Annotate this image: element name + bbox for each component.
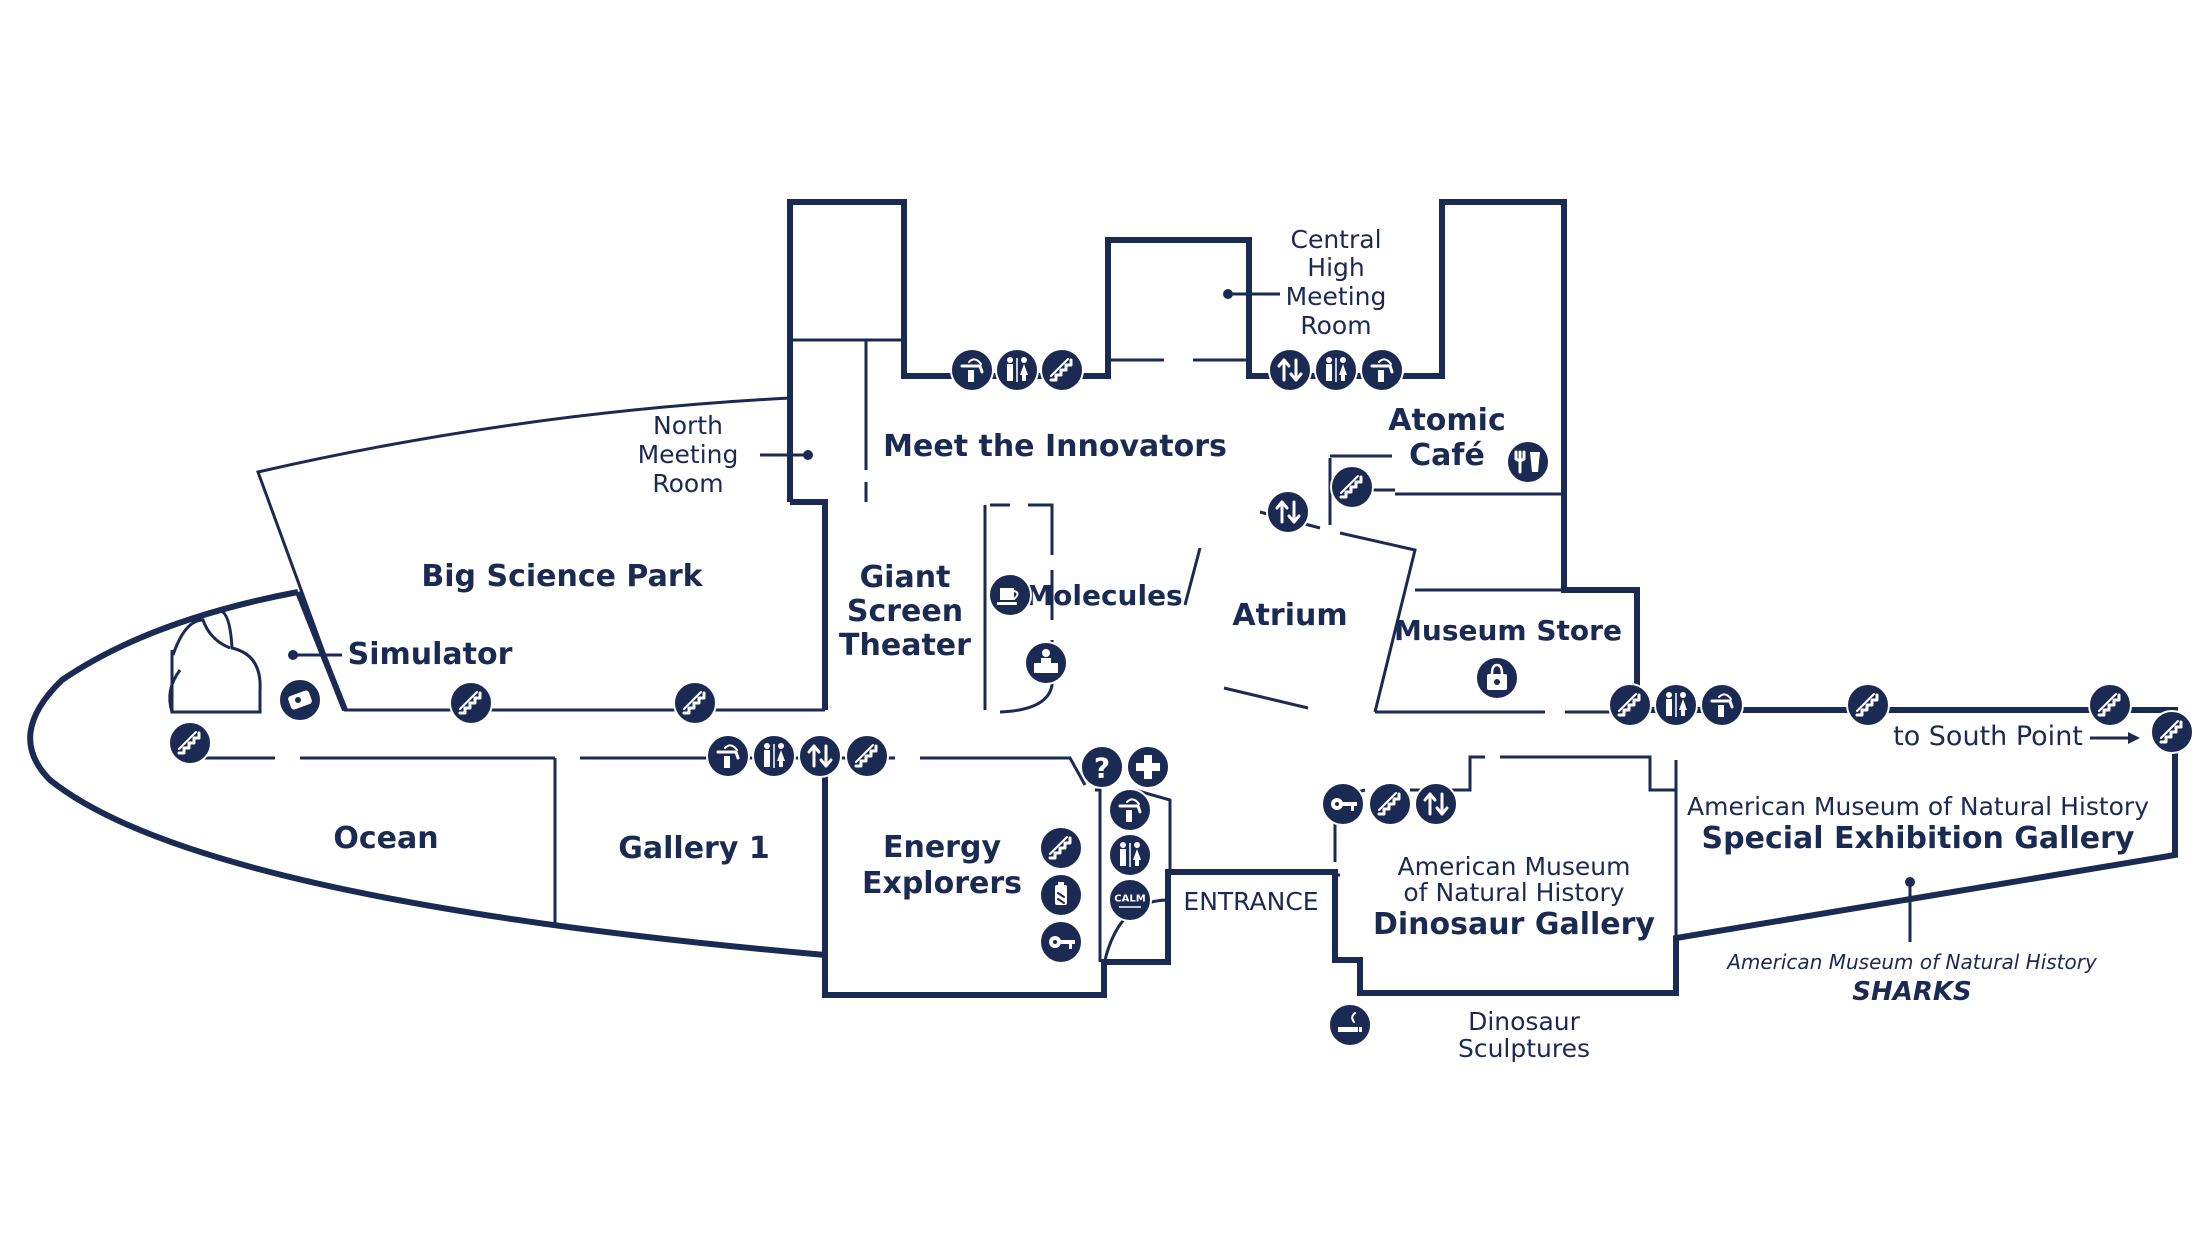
stairs-icon bbox=[1607, 682, 1653, 728]
info-icon bbox=[1080, 745, 1124, 789]
atomic-cafe-line-1: Atomic bbox=[1388, 403, 1506, 438]
energy-explorers-line-2: Explorers bbox=[862, 866, 1022, 901]
ticket-scanner-icon bbox=[278, 678, 322, 722]
central-high-line-4: Room bbox=[1300, 311, 1371, 340]
giant-screen-line-1: Giant bbox=[860, 560, 951, 595]
sharks-prefix: American Museum of Natural History bbox=[1725, 950, 2098, 974]
special-exhibition-label: Special Exhibition Gallery bbox=[1702, 821, 2135, 856]
dinosaur-gallery-label: Dinosaur Gallery bbox=[1373, 907, 1655, 942]
restrooms-icon bbox=[1654, 683, 1698, 727]
sharks-label: SHARKS bbox=[1852, 977, 1972, 1007]
energy-explorers-line-1: Energy bbox=[883, 830, 1001, 865]
stairs-icon bbox=[448, 680, 494, 726]
stairs-icon bbox=[2087, 682, 2133, 728]
central-high-line-1: Central bbox=[1290, 225, 1381, 254]
smoking-area-icon bbox=[1328, 1003, 1372, 1047]
lockers-icon bbox=[1321, 782, 1365, 826]
stairs-icon bbox=[672, 680, 718, 726]
map-leaders bbox=[288, 289, 2140, 942]
map-partitions bbox=[168, 338, 1678, 962]
stairs-icon bbox=[1038, 825, 1084, 871]
dinosaur-gallery-prefix-2: of Natural History bbox=[1403, 878, 1624, 907]
giant-screen-line-2: Screen bbox=[847, 594, 963, 629]
dinosaur-gallery-prefix-1: American Museum bbox=[1398, 852, 1631, 881]
map-labels: Central High Meeting Room North Meeting … bbox=[333, 225, 2149, 1063]
stairs-icon bbox=[1329, 464, 1375, 510]
stairs-icon bbox=[167, 720, 213, 766]
food-icon bbox=[1505, 439, 1551, 485]
water-fountain-icon bbox=[1359, 347, 1405, 393]
elevator-icon bbox=[797, 733, 843, 779]
svg-text:CALM: CALM bbox=[1114, 894, 1145, 905]
water-fountain-icon bbox=[949, 347, 995, 393]
elevator-icon bbox=[1413, 781, 1459, 827]
dinosaur-sculptures-line-2: Sculptures bbox=[1458, 1034, 1590, 1063]
atrium-label: Atrium bbox=[1232, 598, 1347, 633]
stairs-icon bbox=[1845, 682, 1891, 728]
first-aid-icon bbox=[1126, 745, 1170, 789]
molecules-label: Molecules bbox=[1025, 579, 1182, 612]
gallery-1-label: Gallery 1 bbox=[618, 831, 769, 866]
north-meeting-line-1: North bbox=[653, 411, 723, 440]
water-fountain-icon bbox=[705, 733, 751, 779]
museum-store-label: Museum Store bbox=[1394, 614, 1622, 647]
meet-the-innovators-label: Meet the Innovators bbox=[883, 429, 1227, 464]
north-meeting-line-3: Room bbox=[652, 469, 723, 498]
stairs-icon bbox=[2149, 709, 2195, 755]
elevator-icon bbox=[1267, 347, 1313, 393]
shopping-icon bbox=[1474, 655, 1520, 701]
special-exhibition-prefix: American Museum of Natural History bbox=[1687, 792, 2149, 821]
stairs-icon bbox=[844, 733, 890, 779]
central-high-line-2: High bbox=[1307, 253, 1364, 282]
ticket-desk-icon bbox=[1024, 641, 1068, 685]
water-fountain-icon bbox=[1107, 787, 1153, 833]
ocean-label: Ocean bbox=[333, 821, 438, 856]
central-high-line-3: Meeting bbox=[1286, 282, 1387, 311]
simulator-label: Simulator bbox=[348, 637, 513, 672]
restrooms-icon bbox=[1108, 833, 1152, 877]
to-south-point-label: to South Point bbox=[1893, 721, 2083, 752]
water-fountain-icon bbox=[1699, 682, 1745, 728]
elevator-icon bbox=[1265, 489, 1311, 535]
north-meeting-line-2: Meeting bbox=[638, 440, 739, 469]
stairs-icon bbox=[1367, 781, 1413, 827]
atomic-cafe-line-2: Café bbox=[1409, 438, 1485, 473]
calm-room-icon: CALM bbox=[1108, 878, 1152, 922]
restrooms-icon bbox=[752, 734, 796, 778]
dinosaur-sculptures-line-1: Dinosaur bbox=[1468, 1007, 1581, 1036]
coffee-icon bbox=[988, 573, 1032, 617]
entrance-label: ENTRANCE bbox=[1183, 887, 1318, 916]
giant-screen-line-3: Theater bbox=[839, 628, 971, 663]
stairs-icon bbox=[1039, 347, 1085, 393]
restrooms-icon bbox=[995, 348, 1039, 392]
big-science-park-label: Big Science Park bbox=[421, 559, 703, 594]
restrooms-icon bbox=[1314, 348, 1358, 392]
battery-recycling-icon bbox=[1039, 873, 1083, 917]
lockers-icon bbox=[1039, 920, 1083, 964]
